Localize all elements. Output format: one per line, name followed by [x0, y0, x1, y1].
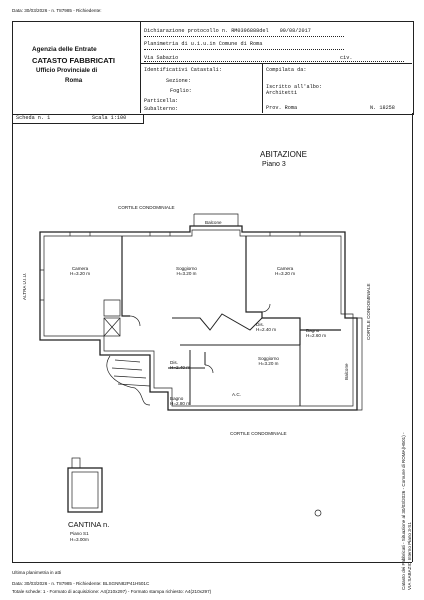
balcone-top: Balcone	[205, 220, 222, 225]
cortile-bottom: CORTILE CONDOMINIALE	[230, 431, 287, 436]
declaration-date: 09/08/2017	[279, 28, 311, 34]
room-soggiorno-1: Soggiorno H=3.20 m	[176, 266, 197, 276]
address-label: Via Sabazio	[144, 55, 179, 61]
unit-type: ABITAZIONE	[260, 150, 307, 159]
planimetry-row: Planimetria di u.i.u.in Comune di Roma	[144, 41, 262, 47]
sezione-label: Sezione:	[166, 78, 191, 84]
room-dis-2: Dis. H=2.40 m	[170, 360, 191, 370]
footer-line3: Totale schede: 1 - Formato di acquisizio…	[12, 589, 212, 594]
scheda-label: Scheda n. 1	[16, 115, 51, 121]
cortile-right: CORTILE CONDOMINIALE	[366, 283, 371, 340]
ac-label: A.C.	[232, 392, 241, 397]
cantina-height: H=3.00m	[70, 537, 89, 542]
identificativi-label: Identificativi Catastali:	[144, 67, 222, 73]
footer-line2: Data: 30/03/2026 - n. T87985 - Richieden…	[12, 581, 150, 586]
n-label: N. 18258	[370, 105, 395, 111]
room-camera-1: Camera H=3.20 m	[70, 266, 91, 276]
room-bagno-1: Bagno H=2.60 m	[306, 328, 327, 338]
particella-label: Particella:	[144, 98, 179, 104]
comune: Roma	[249, 41, 263, 47]
agency-line2: CATASTO FABBRICATI	[32, 56, 115, 65]
room-camera-2: Camera H=3.20 m	[275, 266, 296, 276]
cantina-floor: Piano S1	[70, 531, 89, 536]
prov-label: Prov. Roma	[266, 105, 298, 111]
agency-line3: Ufficio Provinciale di	[36, 67, 98, 74]
foglio-label: Foglio:	[170, 88, 192, 94]
side-text-line1: Catasto dei Fabbricati - Situazione al 3…	[401, 432, 406, 590]
declaration-row: Dichiarazione protocollo n. RM0396888del…	[144, 28, 311, 34]
footer-line1: Ultima planimetria in atti	[12, 570, 62, 575]
balcone-right: Balcone	[344, 363, 349, 380]
civ-label: civ.	[340, 55, 353, 61]
subalterno-label: Subalterno:	[144, 106, 179, 112]
room-dis-1: Dis. H=2.40 m	[256, 322, 277, 332]
declaration-number: RM0396888	[231, 28, 260, 34]
top-note: Data: 30/03/2026 - n. T87985 - Richieden…	[12, 8, 102, 13]
cantina-title: CANTINA n.	[68, 520, 110, 529]
room-bagno-2: Bagno H=2.80 m	[170, 396, 191, 406]
declaration-label: Dichiarazione protocollo n.	[144, 28, 229, 34]
agency-line1: Agenzia delle Entrate	[32, 46, 97, 53]
header-frame	[12, 21, 414, 115]
iscritto-label: Iscritto all'albo:	[266, 84, 323, 90]
compilata-label: Compilata da:	[266, 67, 307, 73]
side-text-line2: VIA SABAZIO Interno Piano 3-S1	[407, 522, 412, 590]
planimetry-label: Planimetria di u.i.u.in Comune di	[144, 41, 247, 47]
altra-ui: ALTRA U.I.U.	[22, 272, 27, 300]
agency-line4: Roma	[65, 77, 83, 84]
del-label: del	[259, 28, 269, 34]
room-soggiorno-2: Soggiorno H=3.20 m	[258, 356, 279, 366]
floor-label: Piano 3	[262, 161, 286, 168]
scheda-row	[12, 114, 144, 124]
scala-label: Scala 1:100	[92, 115, 127, 121]
albo: Architetti	[266, 90, 298, 96]
cortile-top: CORTILE CONDOMINIALE	[118, 205, 175, 210]
